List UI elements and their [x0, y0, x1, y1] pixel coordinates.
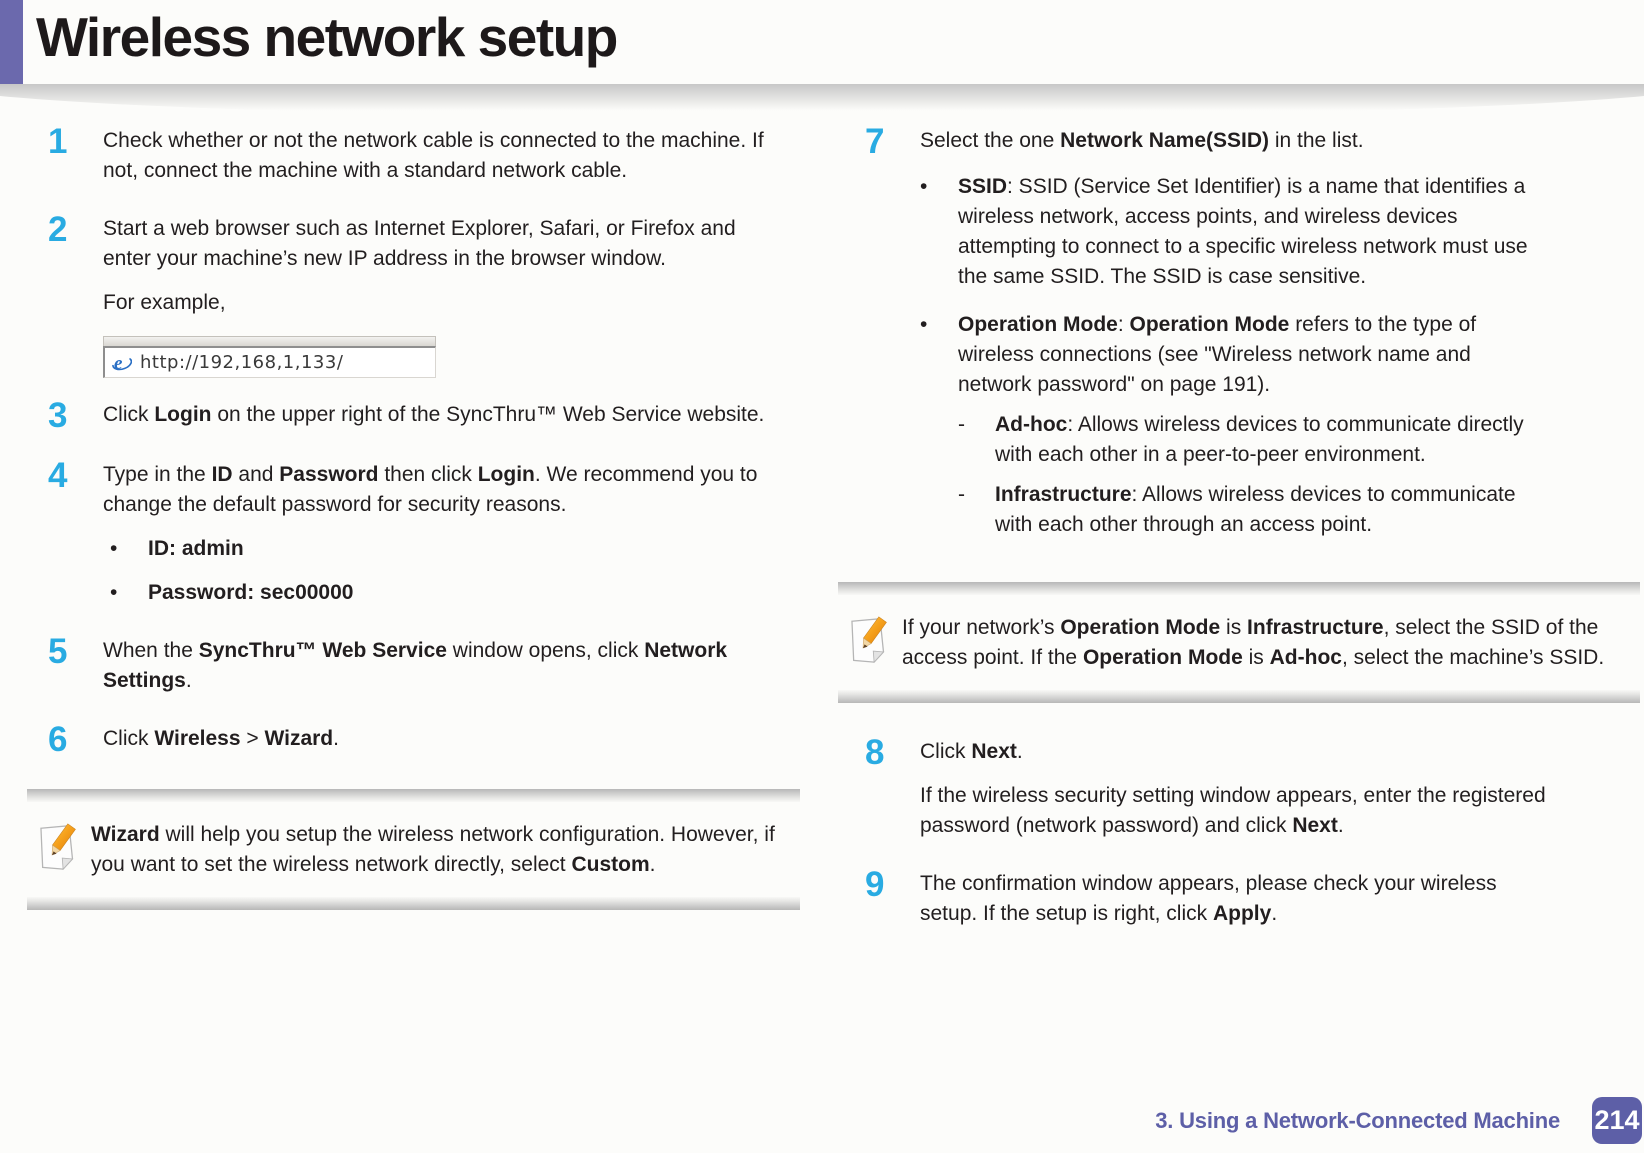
step-text: Type in the ID and Password then click L…	[103, 460, 784, 608]
dash-item: - Infrastructure: Allows wireless device…	[958, 480, 1548, 540]
dash-marker: -	[958, 413, 965, 436]
dash-marker: -	[958, 483, 965, 506]
bullet-item: • Password: sec00000	[103, 578, 784, 608]
step-text: Click Wireless > Wizard.	[103, 727, 339, 750]
step-text: When the SyncThru™ Web Service window op…	[103, 639, 728, 692]
bullet-text: ID: admin	[148, 537, 244, 560]
step-4: 4 Type in the ID and Password then click…	[27, 456, 800, 608]
step-number: 1	[48, 122, 68, 161]
url-text: http://192,168,1,133/	[140, 352, 344, 373]
pencil-note-icon	[846, 611, 892, 674]
step-number: 5	[48, 632, 68, 671]
step-number: 4	[48, 456, 68, 495]
step-5: 5 When the SyncThru™ Web Service window …	[27, 632, 800, 696]
left-column: 1 Check whether or not the network cable…	[27, 118, 800, 910]
browser-chrome-strip	[103, 336, 436, 346]
step-number: 9	[865, 865, 885, 904]
pencil-note-icon	[35, 818, 81, 881]
step-paragraph: Select the one Network Name(SSID) in the…	[920, 129, 1364, 152]
note-top-border	[27, 789, 800, 802]
url-bar-illustration: e http://192,168,1,133/	[103, 336, 436, 378]
step-text: Click Next. If the wireless security set…	[920, 737, 1548, 841]
bullet-text: SSID: SSID (Service Set Identifier) is a…	[958, 175, 1528, 288]
note-bottom-border	[27, 897, 800, 910]
bullet-item: • Operation Mode: Operation Mode refers …	[920, 310, 1548, 400]
step-9: 9 The confirmation window appears, pleas…	[838, 865, 1640, 929]
step-number: 2	[48, 210, 68, 249]
note-box-wizard: Wizard will help you setup the wireless …	[27, 789, 800, 910]
note-text: Wizard will help you setup the wireless …	[91, 823, 775, 876]
step-7: 7 Select the one Network Name(SSID) in t…	[838, 122, 1640, 540]
note-text: If your network’s Operation Mode is Infr…	[902, 616, 1605, 669]
step-paragraph: Type in the ID and Password then click L…	[103, 463, 758, 516]
bullet-text: Operation Mode: Operation Mode refers to…	[958, 313, 1477, 396]
bullet-marker: •	[110, 581, 118, 604]
step-text: Start a web browser such as Internet Exp…	[103, 217, 736, 270]
step-8: 8 Click Next. If the wireless security s…	[838, 733, 1640, 841]
dash-item: - Ad-hoc: Allows wireless devices to com…	[958, 410, 1548, 470]
address-bar: e http://192,168,1,133/	[103, 346, 436, 378]
dash-text: Ad-hoc: Allows wireless devices to commu…	[995, 413, 1524, 466]
step-paragraph: Click Next.	[920, 740, 1023, 763]
step-number: 3	[48, 396, 68, 435]
footer-section-label: 3. Using a Network-Connected Machine	[1155, 1108, 1560, 1133]
step-number: 8	[865, 733, 885, 772]
bullet-item: • SSID: SSID (Service Set Identifier) is…	[920, 172, 1548, 292]
step-number: 6	[48, 720, 68, 759]
header-accent-bar	[0, 0, 23, 91]
note-bottom-border	[838, 690, 1640, 703]
page-number-badge: 214	[1592, 1097, 1642, 1144]
step-text: Click Login on the upper right of the Sy…	[103, 403, 765, 426]
step-6: 6 Click Wireless > Wizard.	[27, 720, 800, 759]
header-shadow-band	[0, 84, 1644, 118]
step-text: The confirmation window appears, please …	[920, 872, 1497, 925]
bullet-item: • ID: admin	[103, 534, 784, 564]
for-example-label: For example,	[103, 291, 226, 314]
step-2: 2 Start a web browser such as Internet E…	[27, 210, 800, 274]
step-3: 3 Click Login on the upper right of the …	[27, 396, 800, 435]
internet-explorer-icon: e	[111, 352, 132, 373]
bullet-text: Password: sec00000	[148, 581, 354, 604]
svg-text:e: e	[114, 353, 123, 373]
right-column: 7 Select the one Network Name(SSID) in t…	[838, 118, 1640, 929]
bullet-marker: •	[920, 313, 928, 336]
note-box-operation-mode: If your network’s Operation Mode is Infr…	[838, 582, 1640, 703]
page-title: Wireless network setup	[36, 6, 618, 68]
note-top-border	[838, 582, 1640, 595]
bullet-marker: •	[110, 537, 118, 560]
step-text: Select the one Network Name(SSID) in the…	[920, 126, 1548, 540]
dash-text: Infrastructure: Allows wireless devices …	[995, 483, 1516, 536]
step-paragraph: If the wireless security setting window …	[920, 784, 1546, 837]
bullet-marker: •	[920, 175, 928, 198]
step-text: Check whether or not the network cable i…	[103, 129, 764, 182]
step-1: 1 Check whether or not the network cable…	[27, 122, 800, 186]
step-number: 7	[865, 122, 885, 161]
